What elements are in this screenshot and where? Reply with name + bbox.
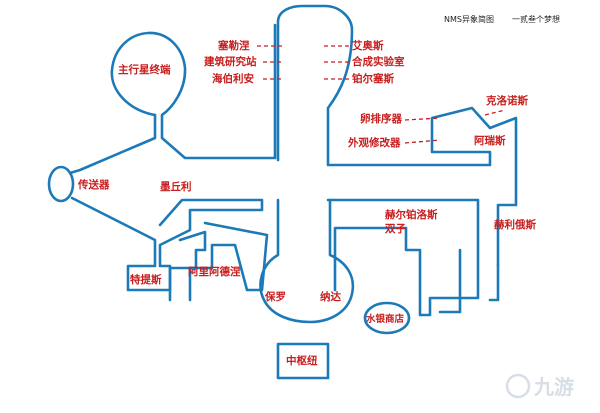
label-seraph: 塞勒涅 [217, 39, 250, 52]
label-chronos: 克洛诺斯 [486, 94, 528, 107]
label-paulo: 保罗 [264, 290, 286, 303]
label-egg-sequencer: 卵排序器 [360, 112, 402, 125]
label-artemis: 艾奥斯 [352, 39, 384, 52]
label-ares: 阿瑞斯 [474, 134, 506, 147]
label-appearance-modifier: 外观修改器 [347, 136, 401, 149]
map-title: NMS异象简图 [444, 14, 494, 24]
label-teleporter: 传送器 [77, 178, 110, 191]
teleporter-pod [47, 165, 75, 203]
wall-central-tower [276, 4, 518, 267]
label-mercury: 墨丘利 [160, 180, 192, 193]
label-nada: 纳达 [320, 290, 341, 303]
map-credit: 一贰叁个梦想 [512, 14, 560, 24]
wall-main-terminal-left [68, 113, 157, 175]
silver-shop-room [363, 301, 411, 335]
wall-right-structure [326, 198, 480, 317]
wall-right-column [488, 263, 500, 302]
leader-lines [257, 45, 506, 144]
label-twins: 双子 [384, 223, 406, 235]
watermark-logo-icon [505, 373, 531, 399]
label-helios: 海伯利安 [212, 72, 254, 85]
label-aldebaran: 阿里阿德涅 [188, 265, 241, 278]
label-helios2: 赫利俄斯 [494, 218, 536, 231]
wall-teleporter-lower [70, 196, 264, 292]
wall-lower-left [188, 221, 269, 302]
label-silver-shop: 水银商店 [366, 313, 405, 325]
wall-main-terminal [110, 23, 277, 160]
label-polaris: 铂尔塞斯 [352, 72, 394, 85]
wall-bottom-room [259, 198, 355, 324]
central-hub-box [276, 342, 330, 380]
label-hermes: 赫尔铂洛斯 [385, 208, 438, 221]
label-tethys: 特提斯 [130, 273, 162, 286]
label-construct-lab: 建筑研究站 [203, 55, 257, 68]
watermark-text: 九游 [533, 375, 574, 399]
label-main-star-terminal: 主行星终端 [118, 63, 171, 76]
wall-right-branch [438, 248, 462, 314]
label-synthesis-lab: 合成实验室 [351, 55, 405, 68]
label-central-hub: 中枢纽 [286, 354, 318, 367]
wall-lower-left2 [168, 230, 207, 302]
watermark: 九游 [505, 373, 574, 399]
